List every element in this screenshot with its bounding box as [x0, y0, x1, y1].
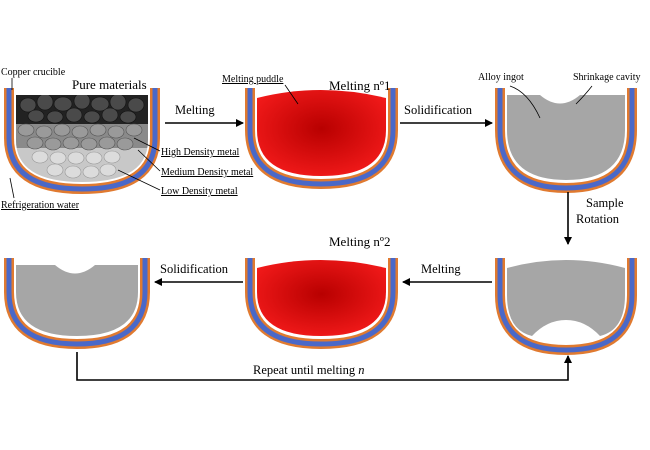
leader-high-density	[133, 137, 161, 152]
arrow-repeat-loop	[76, 352, 572, 381]
label-alloy-ingot: Alloy ingot	[478, 72, 524, 83]
arrow-label-sample: Sample	[586, 196, 624, 210]
crucible-rotated-ingot	[495, 258, 637, 356]
label-melting-2: Melting nº2	[329, 234, 390, 249]
leader-alloy-ingot	[509, 85, 541, 119]
arrow-label-melting-2: Melting	[421, 262, 461, 276]
label-melting-puddle: Melting puddle	[222, 74, 284, 85]
label-repeat-prefix: Repeat until melting	[253, 363, 358, 377]
leader-melting-puddle	[284, 84, 299, 105]
label-repeat-n: n	[358, 363, 364, 377]
arrow-label-melting-1: Melting	[175, 103, 215, 117]
leader-lines	[9, 78, 593, 199]
label-low-density: Low Density metal	[161, 186, 238, 197]
leader-refrigeration-water	[9, 177, 15, 199]
label-pure-materials: Pure materials	[72, 77, 147, 92]
label-shrinkage-cavity: Shrinkage cavity	[573, 72, 640, 83]
crucible-final-ingot	[4, 258, 150, 350]
label-melting-1: Melting nº1	[329, 78, 390, 93]
crucible-melting-2	[245, 258, 398, 350]
crucible-pure-materials	[4, 88, 160, 195]
label-medium-density: Medium Density metal	[161, 167, 253, 178]
label-copper-crucible: Copper crucible	[1, 67, 66, 78]
crucible-alloy-ingot	[495, 88, 637, 194]
metal-layers	[16, 95, 148, 182]
leader-low-density	[117, 169, 161, 191]
crucible-melting-1	[245, 88, 398, 190]
labels: Copper crucible Pure materials Melting p…	[1, 67, 640, 377]
label-refrigeration-water: Refrigeration water	[1, 200, 80, 211]
leader-medium-density	[137, 149, 161, 172]
arrow-label-solidification-2: Solidification	[160, 262, 229, 276]
flow-arrows	[76, 119, 572, 381]
label-repeat: Repeat until melting n	[253, 363, 364, 377]
arrow-label-rotation: Rotation	[576, 212, 620, 226]
arrow-label-solidification-1: Solidification	[404, 103, 473, 117]
leader-shrinkage-cavity	[575, 85, 593, 105]
label-high-density: High Density metal	[161, 147, 240, 158]
